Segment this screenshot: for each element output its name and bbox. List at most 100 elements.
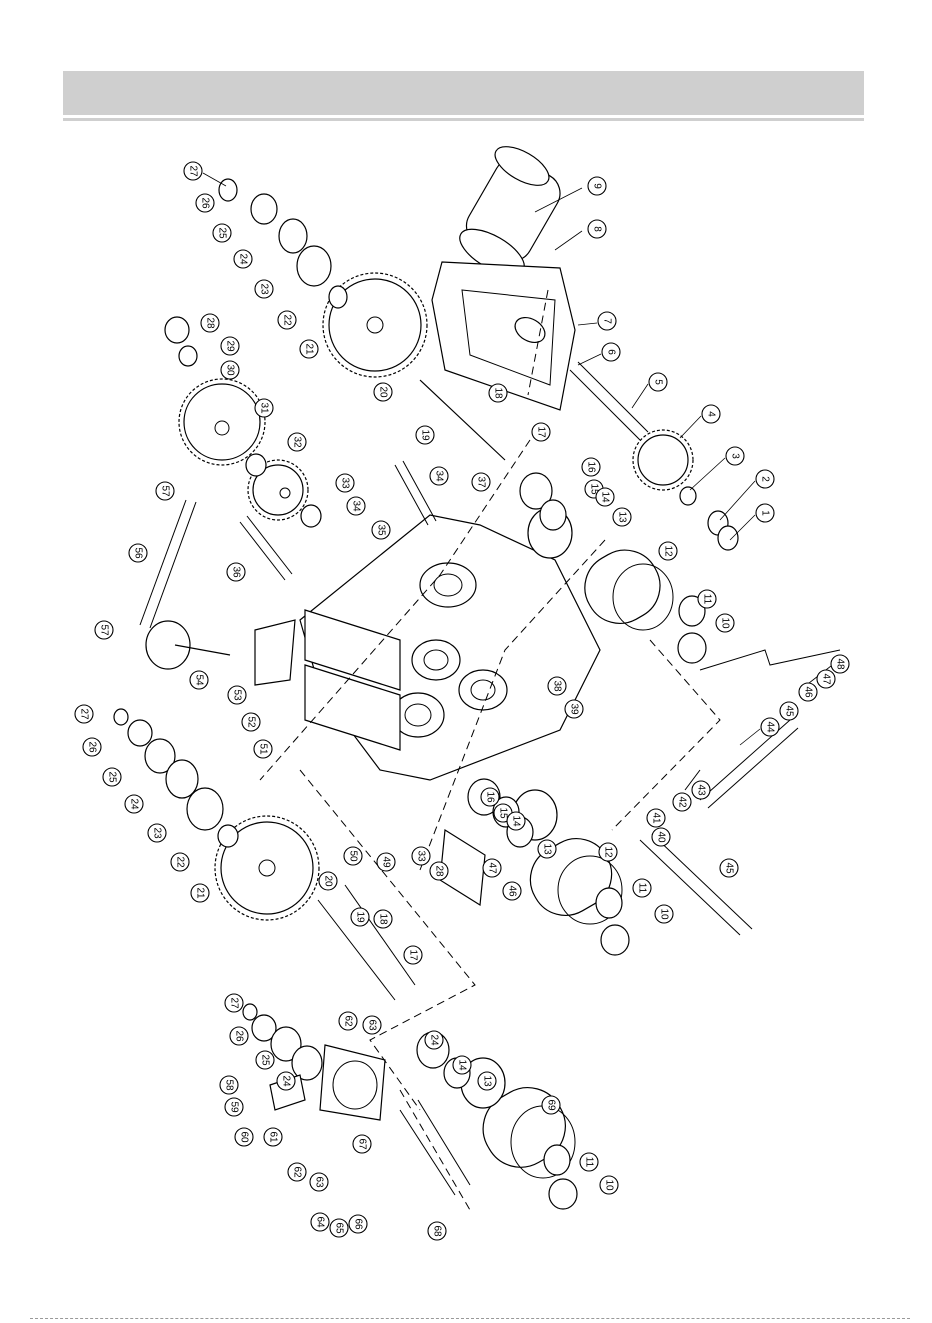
callout-circle bbox=[672, 792, 692, 812]
callout-circle bbox=[147, 823, 167, 843]
callout-c25b: 25 bbox=[102, 767, 122, 787]
callout-c42: 42 bbox=[672, 792, 692, 812]
callout-circle bbox=[715, 613, 735, 633]
header-bar bbox=[63, 71, 864, 115]
callout-label: 26 bbox=[234, 1030, 245, 1042]
callout-label: 24 bbox=[238, 253, 249, 265]
callout-c25c: 25 bbox=[255, 1050, 275, 1070]
callout-label: 61 bbox=[268, 1131, 279, 1143]
callout-label: 50 bbox=[348, 850, 359, 862]
callout-c45: 45 bbox=[719, 858, 739, 878]
callout-c3: 3 bbox=[725, 446, 745, 466]
callout-circle bbox=[229, 1026, 249, 1046]
callout-circle bbox=[531, 422, 551, 442]
callout-label: 40 bbox=[656, 831, 667, 843]
callout-circle bbox=[427, 1221, 447, 1241]
callout-label: 15 bbox=[498, 807, 509, 819]
callout-label: 18 bbox=[493, 387, 504, 399]
callout-c1: 1 bbox=[755, 503, 775, 523]
callout-label: 12 bbox=[603, 846, 614, 858]
callout-c26a: 26 bbox=[195, 193, 215, 213]
callout-label: 47 bbox=[487, 862, 498, 874]
callout-circle bbox=[452, 1055, 472, 1075]
callout-c25a: 25 bbox=[212, 223, 232, 243]
callout-label: 16 bbox=[485, 791, 496, 803]
callout-c24b: 24 bbox=[124, 794, 144, 814]
callout-circle bbox=[335, 473, 355, 493]
callout-label: 21 bbox=[195, 887, 206, 899]
callout-c12a: 12 bbox=[658, 541, 678, 561]
callout-circle bbox=[276, 1071, 296, 1091]
callout-c7: 7 bbox=[597, 311, 617, 331]
callout-circle bbox=[263, 1127, 283, 1147]
brackets bbox=[254, 609, 486, 1121]
callout-c2: 2 bbox=[755, 469, 775, 489]
callout-c49: 49 bbox=[376, 852, 396, 872]
callout-circle bbox=[373, 382, 393, 402]
callout-label: 59 bbox=[229, 1101, 240, 1113]
callout-c17a: 17 bbox=[531, 422, 551, 442]
callout-label: 13 bbox=[617, 511, 628, 523]
callout-label: 36 bbox=[231, 566, 242, 578]
callout-circle bbox=[597, 311, 617, 331]
callout-label: 20 bbox=[378, 386, 389, 398]
callout-label: 1 bbox=[760, 510, 771, 516]
callout-c27c: 27 bbox=[224, 993, 244, 1013]
gear-21-top bbox=[322, 272, 428, 378]
callout-c43: 43 bbox=[691, 780, 711, 800]
callout-circle bbox=[564, 699, 584, 719]
callout-circle bbox=[415, 425, 435, 445]
parts-drawing bbox=[113, 146, 841, 1211]
callout-circle bbox=[373, 909, 393, 929]
callout-circle bbox=[212, 223, 232, 243]
callout-label: 45 bbox=[724, 862, 735, 874]
callout-circle bbox=[755, 503, 775, 523]
callout-circle bbox=[82, 737, 102, 757]
callout-circle bbox=[482, 858, 502, 878]
motor-housing bbox=[431, 261, 576, 411]
callout-label: 28 bbox=[205, 317, 216, 329]
callout-c54: 54 bbox=[189, 670, 209, 690]
callout-label: 25 bbox=[107, 771, 118, 783]
callout-label: 21 bbox=[304, 343, 315, 355]
callout-circle bbox=[719, 858, 739, 878]
callout-c14a: 14 bbox=[595, 487, 615, 507]
callout-c33a: 33 bbox=[335, 473, 355, 493]
callout-label: 69 bbox=[546, 1099, 557, 1111]
callout-c19b: 19 bbox=[350, 907, 370, 927]
callout-label: 27 bbox=[229, 997, 240, 1009]
callout-c5: 5 bbox=[648, 372, 668, 392]
callout-c17b: 17 bbox=[403, 945, 423, 965]
callout-label: 25 bbox=[217, 227, 228, 239]
callout-circle bbox=[725, 446, 745, 466]
callout-label: 32 bbox=[292, 436, 303, 448]
callout-c57b: 57 bbox=[94, 620, 114, 640]
callout-circle bbox=[190, 883, 210, 903]
callout-c64: 64 bbox=[310, 1212, 330, 1232]
callout-c26b: 26 bbox=[82, 737, 102, 757]
callout-label: 14 bbox=[457, 1059, 468, 1071]
callout-c21b: 21 bbox=[190, 883, 210, 903]
callout-c10c: 10 bbox=[599, 1175, 619, 1195]
callout-label: 28 bbox=[434, 865, 445, 877]
callout-labels: 2726252423222120191817282930313233343435… bbox=[74, 161, 850, 1241]
pulleys bbox=[145, 507, 674, 1179]
callout-c26c: 26 bbox=[229, 1026, 249, 1046]
callout-c10a: 10 bbox=[715, 613, 735, 633]
callout-label: 49 bbox=[381, 856, 392, 868]
callout-circle bbox=[480, 787, 500, 807]
callout-circle bbox=[376, 852, 396, 872]
callout-c31: 31 bbox=[254, 398, 274, 418]
callout-label: 11 bbox=[637, 883, 648, 894]
callout-c44: 44 bbox=[760, 717, 780, 737]
callout-c10b: 10 bbox=[654, 904, 674, 924]
callout-label: 63 bbox=[314, 1176, 325, 1188]
callout-circle bbox=[329, 1218, 349, 1238]
callout-circle bbox=[233, 249, 253, 269]
callout-circle bbox=[350, 907, 370, 927]
gear-4 bbox=[632, 429, 694, 491]
callout-label: 16 bbox=[586, 461, 597, 473]
callout-label: 20 bbox=[323, 875, 334, 887]
callout-label: 23 bbox=[259, 283, 270, 295]
callout-circle bbox=[654, 904, 674, 924]
